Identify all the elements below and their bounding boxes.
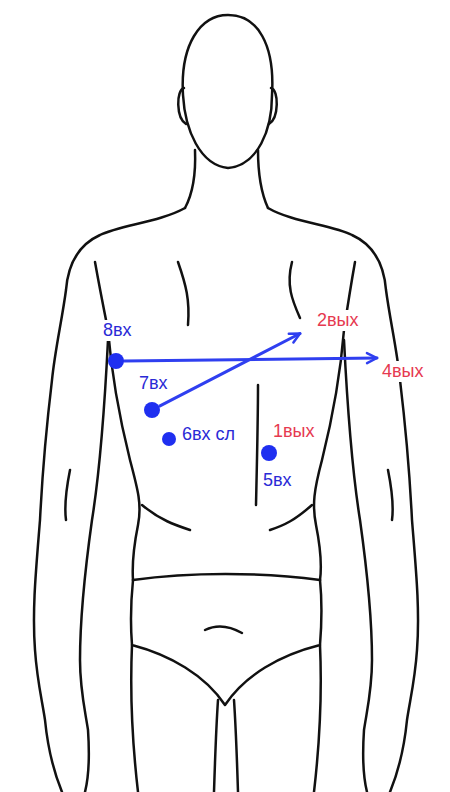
briefs: [131, 580, 322, 705]
leg: [131, 645, 138, 792]
leg: [214, 700, 218, 792]
point-marker: 7вх: [144, 402, 160, 418]
arrow-line: [160, 334, 300, 406]
briefs-fold: [205, 627, 242, 633]
arrow-end-point: 4вых: [377, 357, 379, 359]
human-back-figure: [34, 15, 418, 792]
spine: [256, 385, 258, 505]
arm-detail: [65, 470, 70, 520]
point-label: 6вх сл: [180, 424, 237, 445]
right-arm-inner: [344, 340, 372, 792]
left-arm-inner: [80, 340, 108, 792]
right-arm-outer: [268, 208, 418, 792]
ear: [178, 88, 186, 124]
arrow-end-point: 2вых: [300, 332, 302, 334]
lower-back: [270, 505, 312, 530]
point-label: 8вх: [101, 320, 134, 341]
point-label: 1вых: [271, 421, 317, 442]
point-marker: 8вх: [108, 353, 124, 369]
leg: [314, 645, 321, 792]
point-label: 5вх: [261, 470, 294, 491]
arm-detail: [388, 470, 393, 520]
ear: [269, 88, 277, 124]
point-label: 7вх: [137, 373, 170, 394]
point-marker: 6вх сл: [162, 432, 176, 446]
point-label: 4вых: [380, 361, 426, 382]
neck: [185, 150, 195, 208]
head: [183, 15, 273, 168]
waistband: [133, 574, 320, 580]
scapula: [178, 262, 189, 325]
neck: [258, 150, 268, 208]
lower-back: [142, 505, 190, 530]
torso-right: [314, 330, 344, 580]
point-label: 2вых: [315, 310, 361, 331]
point-marker: 1вых5вх: [261, 445, 277, 461]
scapula: [290, 262, 300, 318]
torso-left: [108, 330, 140, 580]
leg: [234, 700, 238, 792]
left-arm-outer: [34, 208, 185, 792]
